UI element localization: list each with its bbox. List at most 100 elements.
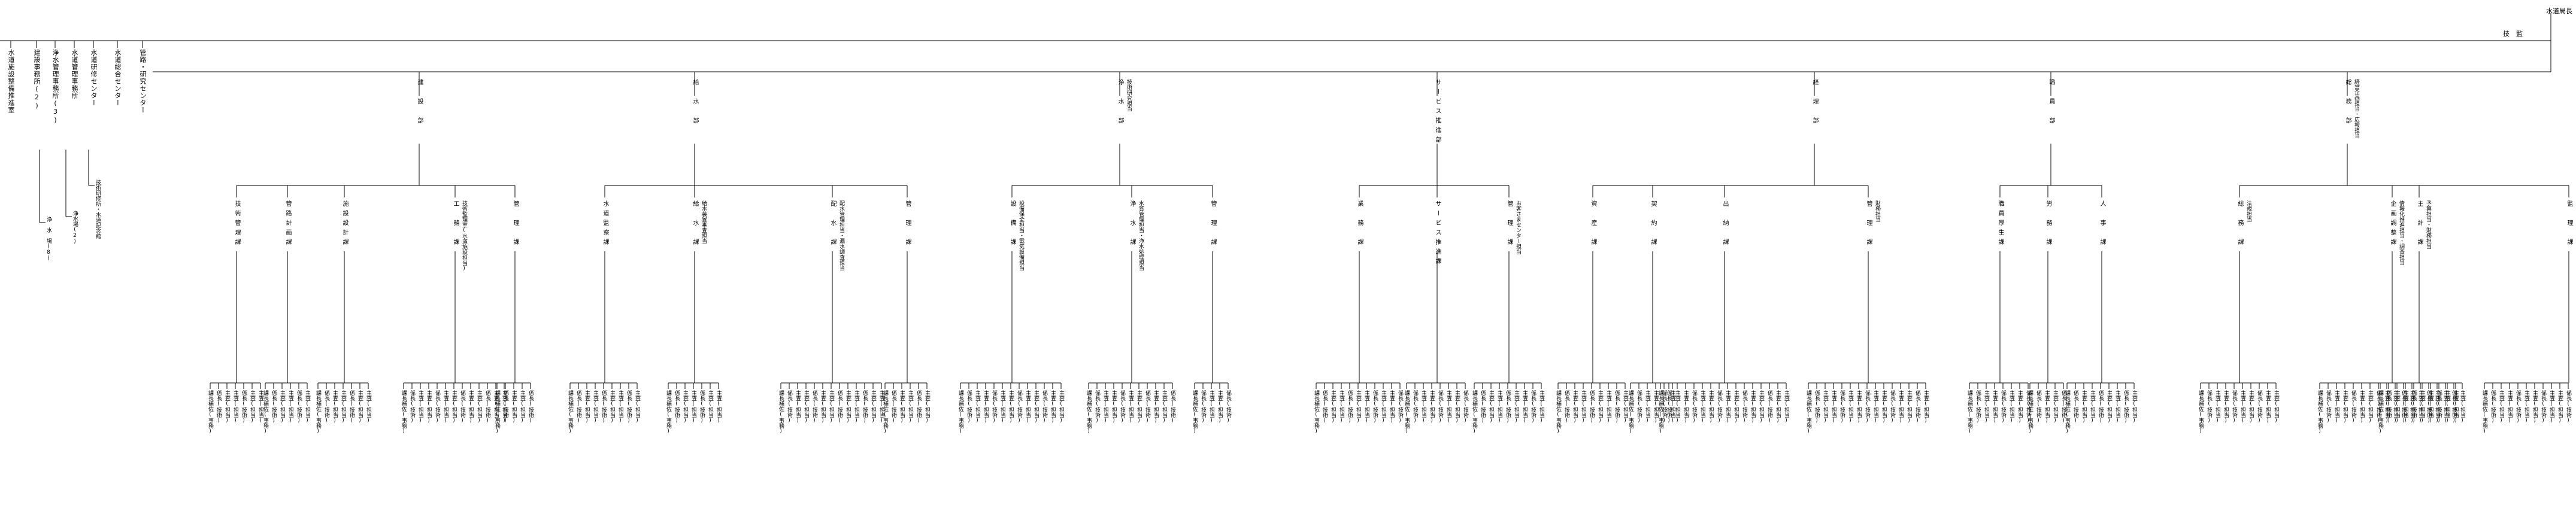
staff-position-label: 係長(技術) — [862, 390, 868, 424]
left-unit: 浄水管理事務所(3) — [51, 49, 59, 124]
staff-position-label: 主査(担当) — [232, 390, 238, 424]
staff-position-label: 主査(担当) — [1454, 390, 1460, 424]
staff-position-label: 係長(技術) — [1666, 390, 1672, 424]
staff-position-label: 主査(担当) — [1153, 390, 1159, 424]
staff-position-label: 主査(担当) — [1033, 390, 1039, 424]
section-name: 業 務 課 — [1356, 200, 1363, 248]
staff-position-label: 課長補佐(事務) — [1313, 390, 1319, 434]
staff-position-label: 主査(担当) — [2333, 390, 2339, 424]
staff-position-label: 係長(技術) — [2436, 390, 2442, 424]
left-unit: 水道総合センター — [114, 49, 122, 107]
staff-position-label: 主査(担当) — [1572, 390, 1578, 424]
staff-position-label: 主査(担当) — [2081, 390, 2087, 424]
staff-position-label: 係長(技術) — [2025, 390, 2031, 424]
department-name: 総 務 部 — [2344, 79, 2351, 127]
staff-position-label: 主査(担当) — [2459, 390, 2465, 424]
staff-position-label: 主査(担当) — [707, 390, 713, 424]
department-name: 浄 水 部 — [1117, 79, 1123, 127]
section-note: 給水装置審査担当 — [701, 200, 707, 244]
staff-position-label: 係長(技術) — [409, 390, 415, 424]
staff-position-label: 課長補佐(事務) — [2198, 390, 2204, 434]
staff-position-label: 主査(担当) — [1008, 390, 1014, 424]
staff-position-label: 主査(担当) — [1420, 390, 1426, 424]
staff-position-label: 主査(担当) — [1522, 390, 1528, 424]
section-name: 工 務 課 — [452, 200, 459, 248]
staff-position-label: 課長補佐(事務) — [957, 390, 963, 434]
staff-position-label: 主査(担当) — [1429, 390, 1435, 424]
staff-position-label: 係長(技術) — [2565, 390, 2571, 424]
staff-position-label: 主査(担当) — [1513, 390, 1519, 424]
staff-position-label: 係長(技術) — [1119, 390, 1125, 424]
staff-position-label: 係長(技術) — [2325, 390, 2331, 424]
left-subunit: 浄水場(2) — [72, 211, 78, 245]
staff-position-label: 課長補佐(事務) — [1404, 390, 1410, 434]
staff-position-label: 係長(技術) — [1505, 390, 1511, 424]
staff-position-label: 係長(技術) — [502, 390, 508, 424]
staff-position-label: 主査(担当) — [304, 390, 310, 424]
staff-position-label: 主査(担当) — [1050, 390, 1056, 424]
staff-position-label: 課長補佐(事務) — [1657, 390, 1663, 434]
staff-position-label: 係長(技術) — [2426, 390, 2432, 424]
staff-position-label: 主査(担当) — [1856, 390, 1862, 424]
section-name: サービス推進課 — [1434, 200, 1441, 267]
staff-position-label: 係長(技術) — [216, 390, 222, 424]
staff-position-label: 係長(技術) — [1480, 390, 1486, 424]
staff-position-label: 主査(担当) — [2523, 390, 2529, 424]
staff-position-label: 主査(担当) — [1783, 390, 1789, 424]
staff-position-label: 主査(担当) — [2044, 390, 2050, 424]
staff-position-label: 主査(担当) — [426, 390, 432, 424]
department-name: 給 水 部 — [692, 79, 698, 127]
staff-position-label: 課長補佐(事務) — [1805, 390, 1811, 434]
staff-position-label: 係長(技術) — [1589, 390, 1595, 424]
left-subunit: 技術研修所・水道記念館 — [95, 180, 101, 239]
staff-position-label: 係長(技術) — [2060, 390, 2066, 424]
staff-position-label: 主査(担当) — [287, 390, 293, 424]
staff-position-label: 主査(担当) — [1872, 390, 1878, 424]
connector-lines — [0, 13, 2569, 389]
staff-position-label: 係長(技術) — [1975, 390, 1981, 424]
staff-position-label: 主査(担当) — [1605, 390, 1611, 424]
section-note: 設備保全担当・電気設備担当 — [1018, 200, 1024, 270]
staff-position-label: 主査(担当) — [716, 390, 722, 424]
left-subunit: 浄 水 場(8) — [46, 217, 51, 261]
staff-position-label: 係長(技術) — [241, 390, 247, 424]
staff-position-label: 主査(担当) — [1128, 390, 1134, 424]
staff-position-label: 主査(担当) — [1992, 390, 1998, 424]
section-name: 設 備 課 — [1009, 200, 1016, 248]
staff-position-label: 主査(担当) — [1847, 390, 1853, 424]
staff-position-label: 係長(技術) — [626, 390, 632, 424]
department-name: サービス推進部 — [1434, 79, 1441, 146]
staff-position-label: 主査(担当) — [2453, 390, 2459, 424]
department-name: 建 設 部 — [416, 79, 423, 127]
left-unit: 水道施設整備推進室 — [7, 49, 15, 114]
staff-position-label: 係長(技術) — [2515, 390, 2521, 424]
staff-position-label: 主査(担当) — [2114, 390, 2120, 424]
staff-position-label: 主査(担当) — [1102, 390, 1108, 424]
department-subunit: 経営企画担当・広報担当 — [2353, 79, 2359, 138]
staff-position-label: 主査(担当) — [999, 390, 1005, 424]
staff-position-label: 主査(担当) — [2442, 390, 2448, 424]
staff-position-label: 係長(技術) — [811, 390, 817, 424]
staff-position-label: 課長補佐(事務) — [401, 390, 407, 434]
section-name: 契 約 課 — [1650, 200, 1656, 248]
section-name: 水道監察課 — [602, 200, 608, 248]
staff-position-label: 係長(技術) — [1661, 390, 1667, 424]
department-subunit: 技術研究担当 — [1126, 79, 1132, 111]
section-name: 出 納 課 — [1722, 200, 1728, 248]
staff-position-label: 課長補佐(事務) — [207, 390, 213, 434]
staff-position-label: 主査(担当) — [340, 390, 346, 424]
staff-position-label: 主査(担当) — [2417, 390, 2423, 424]
staff-position-label: 係長(技術) — [528, 390, 534, 424]
staff-position-label: 係長(技術) — [786, 390, 792, 424]
staff-position-label: 係長(技術) — [2451, 390, 2457, 424]
staff-position-label: 課長補佐(事務) — [882, 390, 888, 434]
department-name: 職 員 部 — [2048, 79, 2054, 127]
staff-position-label: 主査(担当) — [2214, 390, 2220, 424]
left-unit: 水道研修センター — [90, 49, 98, 107]
staff-position-label: 主査(担当) — [1983, 390, 1989, 424]
staff-position-label: 主査(担当) — [899, 390, 905, 424]
staff-position-label: 主査(担当) — [2008, 390, 2014, 424]
staff-position-label: 係長(技術) — [890, 390, 896, 424]
staff-position-label: 主査(担当) — [1644, 390, 1650, 424]
staff-position-label: 主査(担当) — [1725, 390, 1731, 424]
